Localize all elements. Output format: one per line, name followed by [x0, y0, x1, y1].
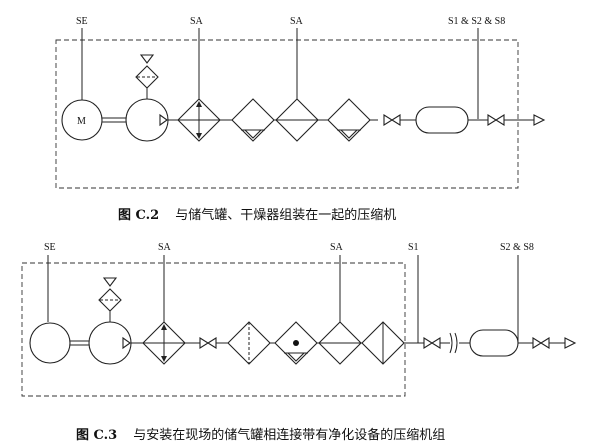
c2-label-se: SE	[76, 16, 88, 27]
c2-filter-symbol	[275, 98, 319, 142]
c3-label-s1: S1	[408, 242, 419, 253]
c2-valve-symbol-2	[487, 114, 505, 126]
c2-outlet-arrow-icon	[533, 114, 545, 126]
diagram-c3: SE SA SA S1 S2 & S8	[21, 242, 576, 397]
c3-label-sa-2: SA	[330, 242, 344, 253]
c3-valve-symbol-3	[532, 337, 550, 349]
c2-separator-symbol	[177, 98, 221, 142]
c2-label-s1-s2-s8: S1 & S2 & S8	[448, 16, 505, 27]
c3-valve-symbol-2	[423, 337, 441, 349]
c2-label-sa-1: SA	[190, 16, 204, 27]
c2-caption: 图 C.2 与储气罐、干燥器组装在一起的压缩机	[118, 204, 396, 223]
c2-motor-symbol	[61, 99, 103, 141]
c2-dashed-boundary	[55, 39, 519, 189]
c3-valve-symbol-1	[199, 337, 217, 349]
c3-caption-number: 图 C.3	[76, 428, 118, 443]
c3-caption: 图 C.3 与安装在现场的储气罐相连接带有净化设备的压缩机组	[76, 424, 445, 443]
c3-motor-symbol	[29, 322, 71, 364]
c3-caption-text: 与安装在现场的储气罐相连接带有净化设备的压缩机组	[133, 428, 446, 443]
c2-motor-label: M	[77, 116, 86, 127]
c3-label-se: SE	[44, 242, 56, 253]
c2-caption-number: 图 C.2	[118, 208, 160, 223]
c3-filter-symbol-2	[318, 321, 362, 365]
c3-outlet-arrow-icon	[564, 337, 576, 349]
c3-label-sa-1: SA	[158, 242, 172, 253]
c3-separator-symbol	[142, 321, 186, 365]
c2-label-sa-2: SA	[290, 16, 304, 27]
c2-caption-text: 与储气罐、干燥器组装在一起的压缩机	[175, 208, 397, 223]
c3-dashed-boundary	[21, 262, 406, 397]
c2-air-receiver-symbol	[415, 106, 469, 134]
c3-dryer-dot-symbol	[274, 321, 318, 365]
c2-dryer-symbol-2	[327, 98, 371, 142]
c3-pipe-break-icon	[449, 332, 458, 354]
c3-label-s2-s8: S2 & S8	[500, 242, 534, 253]
c3-air-receiver-symbol	[469, 329, 519, 357]
diagram-c2: SE SA SA S1 & S2 & S8 M	[55, 16, 545, 189]
c2-dryer-symbol-1	[231, 98, 275, 142]
c2-valve-symbol-1	[383, 114, 401, 126]
